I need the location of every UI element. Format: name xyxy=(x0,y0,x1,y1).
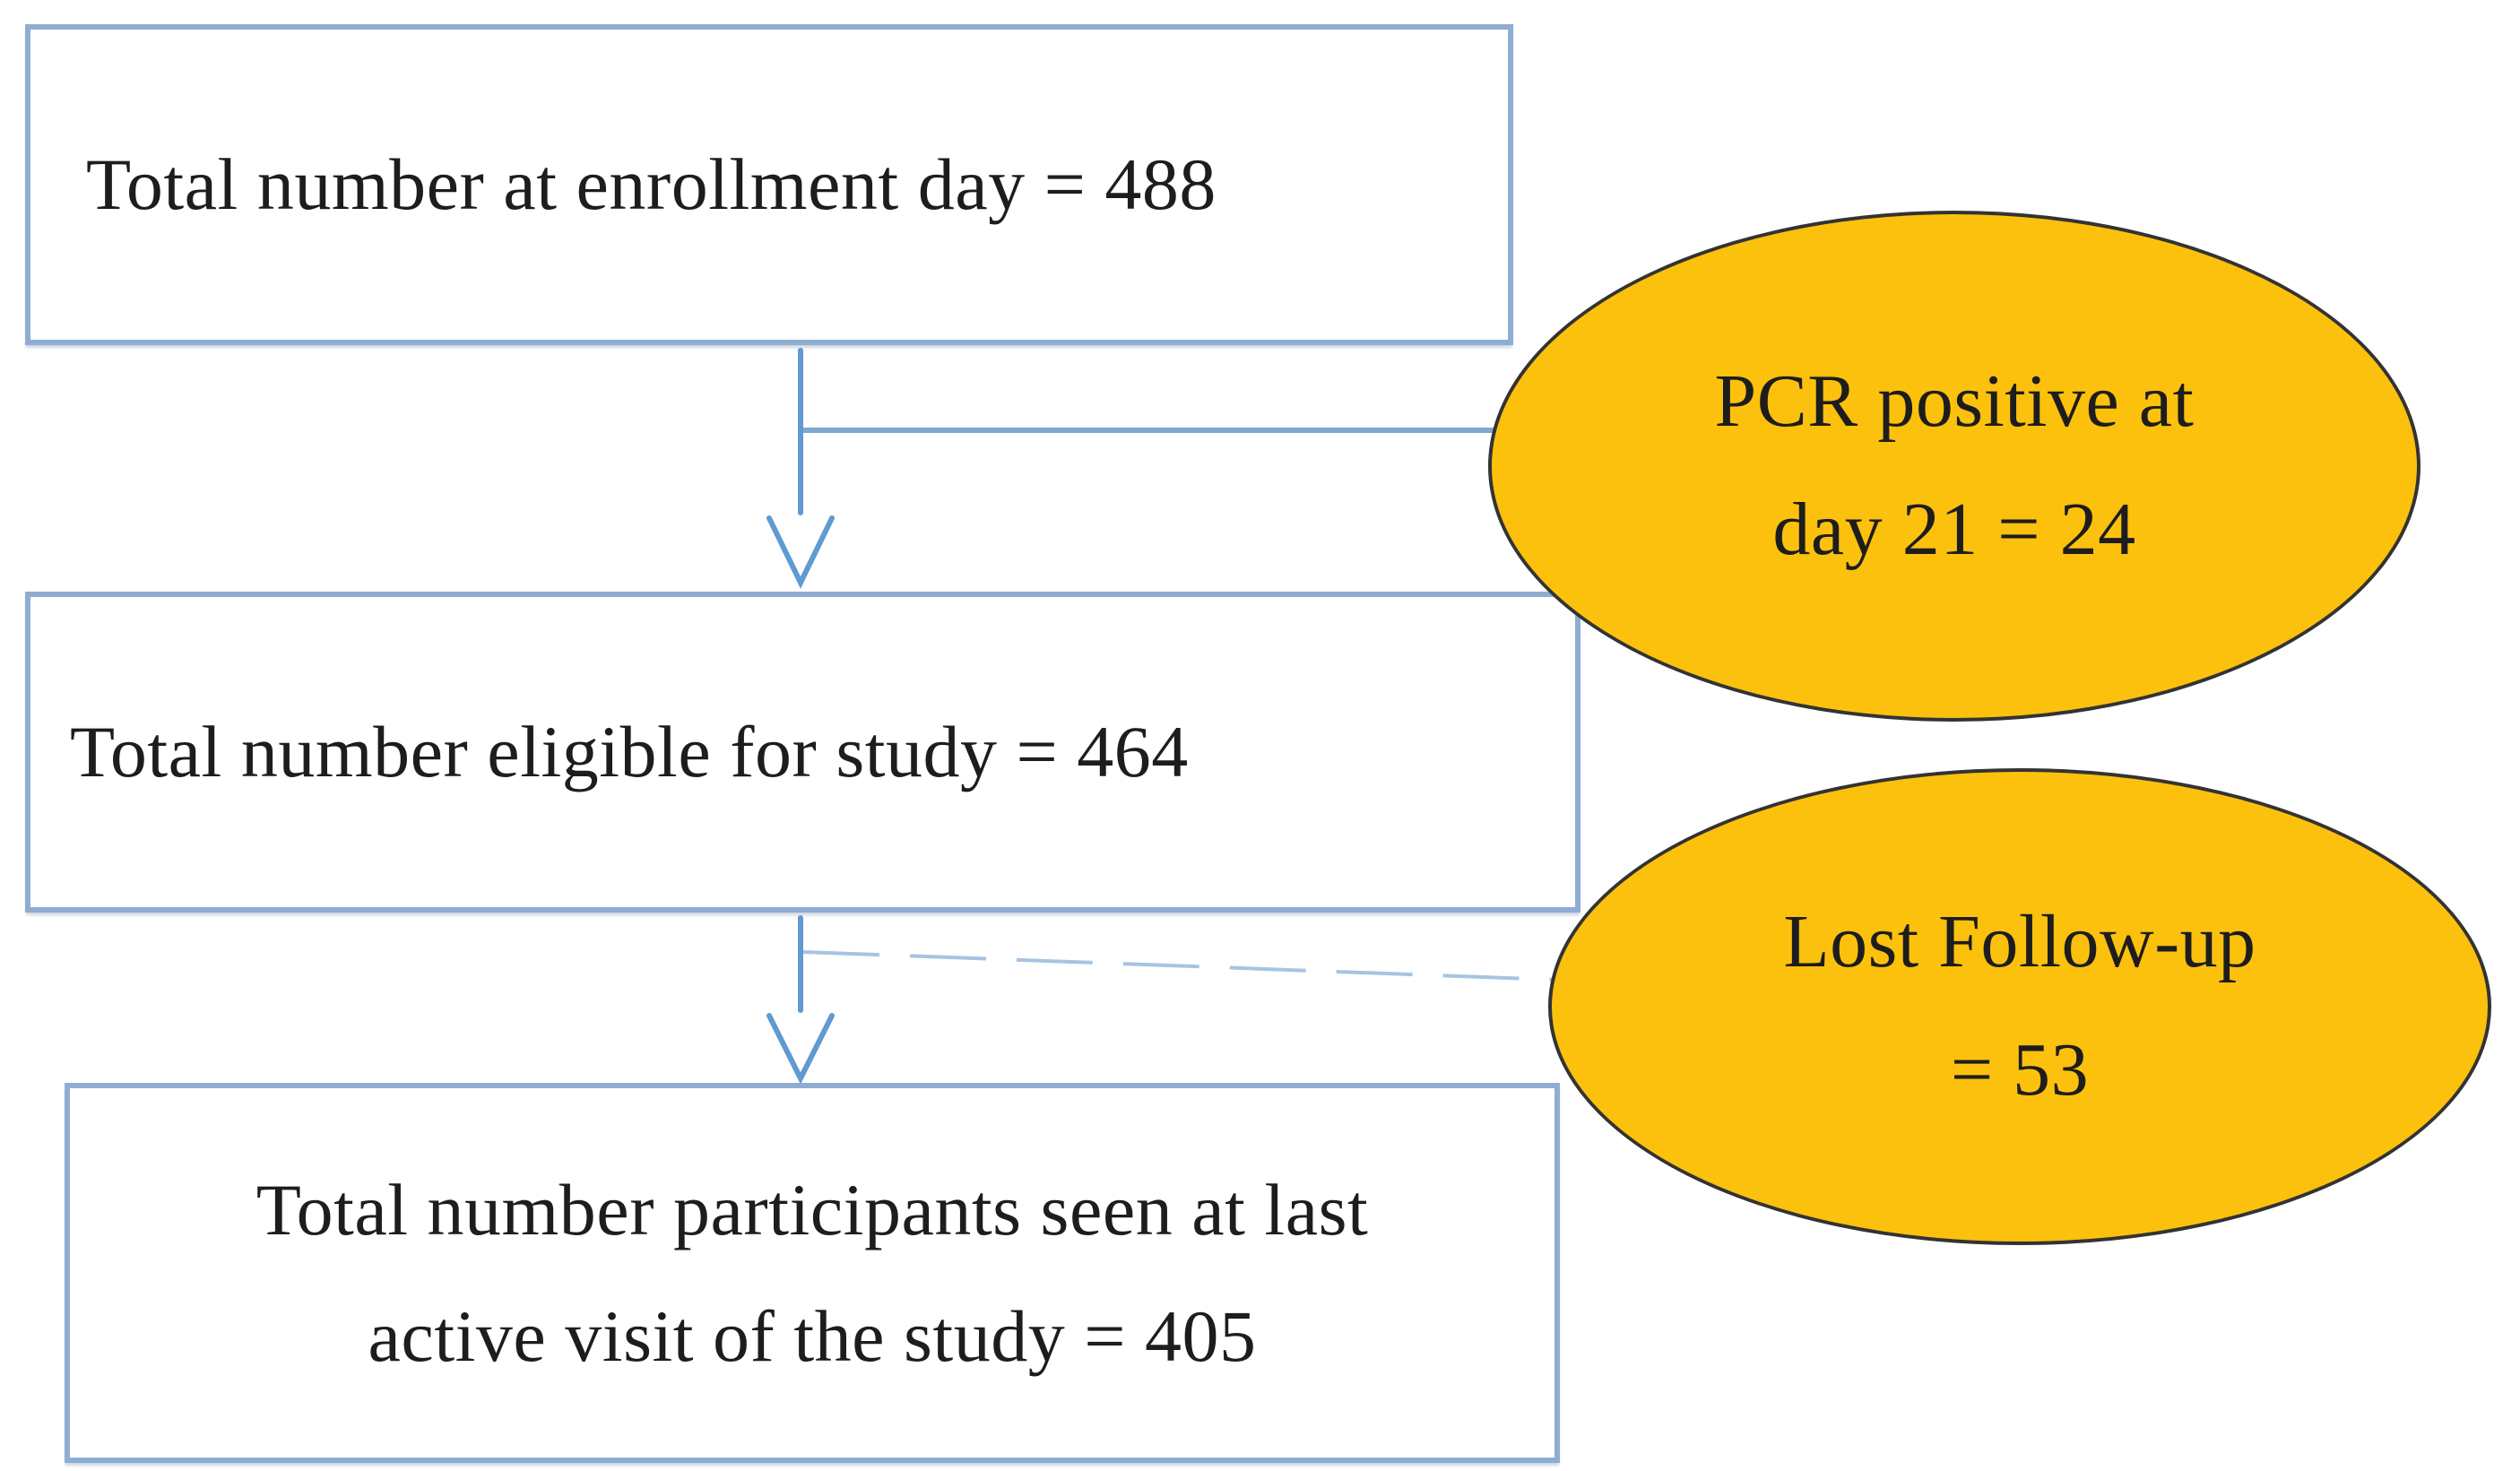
flow-box-eligible-label: Total number eligible for study = 464 xyxy=(70,711,1189,793)
flow-box-enrollment-label: Total number at enrollment day = 488 xyxy=(86,143,1217,226)
connector-enrollment-to-eligible-arrowhead-icon xyxy=(766,515,835,589)
flow-box-last-visit: Total number participants seen at last a… xyxy=(65,1083,1560,1463)
callout-pcr-positive-label-line-1: PCR positive at xyxy=(1714,359,2195,444)
callout-pcr-positive-label-line-2: day 21 = 24 xyxy=(1772,488,2136,571)
flow-box-last-visit-label-line-1: Total number participants seen at last xyxy=(255,1168,1369,1250)
connector-branch-to-lost-followup xyxy=(802,950,1606,983)
connector-eligible-to-last-visit-arrowhead-icon xyxy=(766,1013,835,1085)
flow-box-eligible: Total number eligible for study = 464 xyxy=(25,592,1580,913)
flow-box-last-visit-label-line-2: active visit of the study = 405 xyxy=(368,1295,1257,1377)
callout-ellipse-pcr-positive: PCR positive at day 21 = 24 xyxy=(1488,211,2420,722)
callout-ellipse-lost-followup: Lost Follow-up = 53 xyxy=(1548,768,2491,1245)
callout-lost-followup-label-line-1: Lost Follow-up xyxy=(1783,900,2256,984)
flow-box-enrollment: Total number at enrollment day = 488 xyxy=(25,24,1513,345)
callout-lost-followup-label-line-2: = 53 xyxy=(1950,1028,2090,1112)
